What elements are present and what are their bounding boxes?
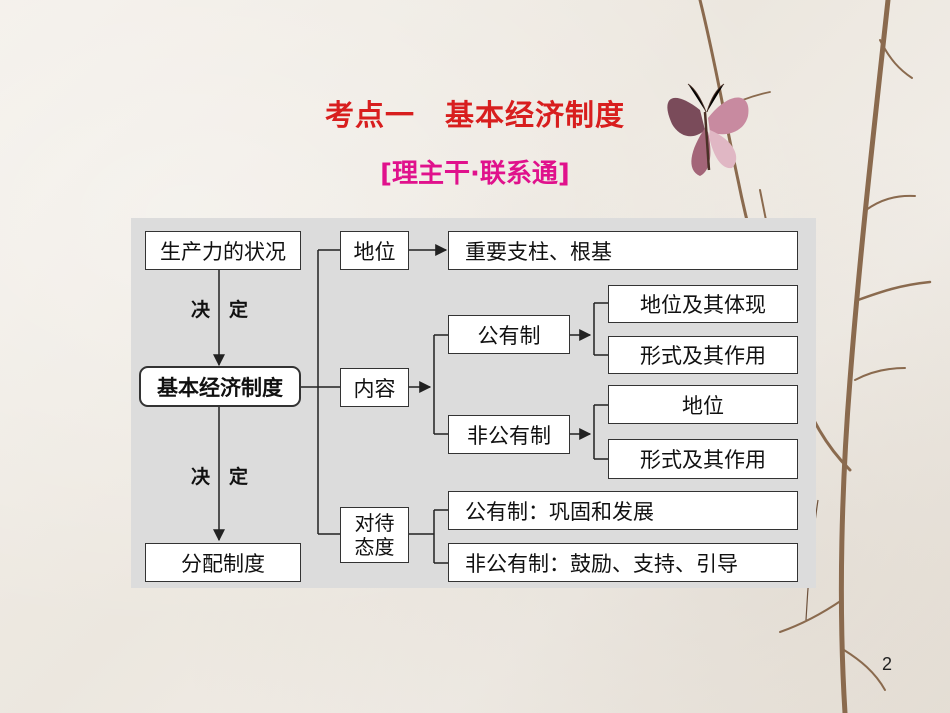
page-number: 2 bbox=[881, 654, 892, 674]
public-ownership-box: 公有制 bbox=[448, 315, 570, 354]
slide-subtitle: [理主干·联系通] bbox=[380, 159, 570, 189]
non-public-ownership-box: 非公有制 bbox=[448, 415, 570, 454]
attitude-non-public-box: 非公有制：鼓励、支持、引导 bbox=[448, 543, 798, 582]
slide-title: 考点一 基本经济制度 bbox=[324, 98, 625, 132]
content-box: 内容 bbox=[340, 368, 409, 407]
decides-label-bottom: 决 定 bbox=[191, 466, 249, 488]
status-description-box: 重要支柱、根基 bbox=[448, 231, 798, 270]
non-public-status-box: 地位 bbox=[608, 385, 798, 424]
productivity-box: 生产力的状况 bbox=[145, 231, 301, 270]
non-public-forms-box: 形式及其作用 bbox=[608, 439, 798, 479]
attitude-public-box: 公有制：巩固和发展 bbox=[448, 491, 798, 530]
public-status-box: 地位及其体现 bbox=[608, 285, 798, 323]
decides-label-top: 决 定 bbox=[191, 299, 249, 321]
attitude-box: 对待 态度 bbox=[340, 507, 409, 563]
attitude-line-2: 态度 bbox=[354, 535, 395, 559]
basic-economic-system-box: 基本经济制度 bbox=[139, 366, 301, 407]
attitude-line-1: 对待 bbox=[354, 511, 395, 535]
public-forms-box: 形式及其作用 bbox=[608, 336, 798, 374]
status-box: 地位 bbox=[340, 231, 409, 270]
distribution-system-box: 分配制度 bbox=[145, 543, 301, 582]
